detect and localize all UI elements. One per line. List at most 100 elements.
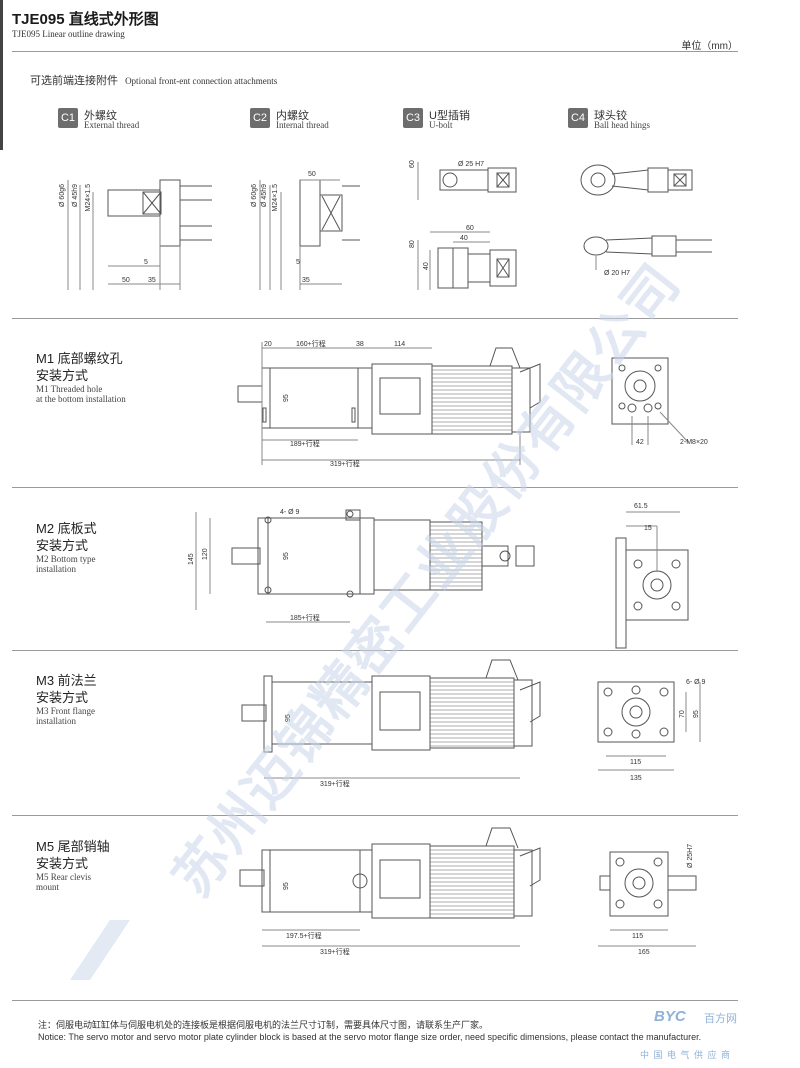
attachment-en: Ball head hings [594, 120, 650, 130]
m2-d145: 145 [188, 553, 195, 565]
mode-m1-label: M1 底部螺纹孔 安装方式 M1 Threaded hole at the bo… [36, 350, 206, 404]
c3-w2: 40 [460, 235, 468, 242]
c2-dim-a: 5 [296, 259, 300, 266]
c1-d2: Ø 45h9 [72, 184, 79, 207]
m2-holes: 4- Ø 9 [280, 509, 300, 516]
page-subtitle: TJE095 Linear outline drawing [12, 29, 125, 39]
attachment-en: U-bolt [429, 120, 453, 130]
c1-dim-a: 5 [144, 259, 148, 266]
attachment-drawings: Ø 60g6 Ø 45h9 M24×1.5 5 50 35 Ø 60g6 Ø 4… [59, 160, 712, 290]
m1-side-view [237, 342, 541, 465]
site-brand: BYC [654, 1008, 686, 1025]
m1-d42: 42 [636, 439, 644, 446]
m1-d20: 20 [264, 341, 272, 348]
m1-d319: 319+行程 [330, 459, 360, 468]
attachment-badge: C4 [568, 108, 588, 128]
attachment-badge: C1 [58, 108, 78, 128]
c3-h2: 80 [409, 240, 416, 248]
mode-zh-line1: M1 底部螺纹孔 [36, 351, 123, 366]
c2-dim-b: 35 [302, 277, 310, 284]
attachment-name: U型插销 [429, 110, 470, 122]
m2-d95: 95 [283, 552, 290, 560]
m3-d319: 319+行程 [320, 779, 350, 788]
c2-drawing [259, 179, 360, 290]
m3-holes: 6- Ø 9 [686, 679, 706, 686]
m3-d115: 115 [630, 759, 641, 766]
attachment-badge: C2 [250, 108, 270, 128]
site-tagline: 中 国 电 气 供 应 商 [640, 1050, 732, 1060]
mode-zh-line2: 安装方式 [36, 690, 89, 705]
mode-m5-label: M5 尾部销轴 安装方式 M5 Rear clevis mount [36, 838, 206, 892]
c1-d3: M24×1.5 [85, 184, 92, 212]
m5-hole: Ø 25H7 [687, 844, 694, 868]
m1-d95: 95 [283, 394, 290, 402]
attachment-name: 球头铰 [594, 110, 627, 122]
c1-dim-c: 35 [148, 277, 156, 284]
mode-en-line1: M5 Rear clevis [36, 872, 91, 882]
m2-d120: 120 [202, 548, 209, 560]
attachment-en: Internal thread [276, 120, 329, 130]
c2-d1: Ø 60g6 [251, 184, 258, 207]
mode-zh-line1: M2 底板式 [36, 521, 97, 536]
section-divider [12, 318, 738, 319]
note-zh: 注：伺服电动缸缸体与伺服电机处的连接板是根据伺服电机的法兰尺寸订制，需要具体尺寸… [38, 1020, 489, 1030]
attachment-badge: C3 [403, 108, 423, 128]
mode-zh-line1: M5 尾部销轴 [36, 839, 110, 854]
m1-d38: 38 [356, 341, 364, 348]
section-divider [12, 487, 738, 488]
m1-d189: 189+行程 [290, 439, 320, 448]
attachments-label-zh: 可选前端连接附件 [30, 75, 118, 87]
m2-d185: 185+行程 [290, 613, 320, 622]
mode-en-line2: installation [36, 564, 76, 574]
c2-d2: Ø 45h9 [261, 184, 268, 207]
c1-dim-b: 50 [122, 277, 130, 284]
m2-d615: 61.5 [634, 503, 648, 510]
attachments-label-en: Optional front-ent connection attachment… [125, 76, 278, 86]
c2-dim-top: 50 [308, 171, 316, 178]
m1-end-view [611, 357, 689, 445]
c4-hole: Ø 20 H7 [604, 270, 630, 277]
c2-d3: M24×1.5 [272, 184, 279, 212]
mode-en-line1: M3 Front flange [36, 706, 95, 716]
m1-holes: 2-M8×20 [680, 439, 708, 446]
section-divider [12, 1000, 738, 1001]
site-name: 百方网 [704, 1013, 737, 1025]
attachment-en: External thread [84, 120, 140, 130]
c1-drawing [67, 179, 212, 290]
unit-label: 单位（mm） [681, 41, 738, 52]
mode-zh-line2: 安装方式 [36, 856, 89, 871]
mode-en-line2: installation [36, 716, 76, 726]
mode-en-line1: M2 Bottom type [36, 554, 96, 564]
left-edge-bar [0, 0, 3, 150]
m5-d115: 115 [632, 933, 643, 940]
attachment-name: 内螺纹 [276, 110, 309, 122]
c3-drawing [417, 162, 517, 290]
mode-zh-line2: 安装方式 [36, 368, 89, 383]
mode-zh-line1: M3 前法兰 [36, 673, 97, 688]
m1-d114: 114 [394, 341, 405, 348]
c3-h1: 60 [409, 160, 416, 168]
c3-hole: Ø 25 H7 [458, 161, 484, 168]
m5-d319: 319+行程 [320, 947, 350, 956]
m5-end-view [598, 851, 697, 947]
header-divider [12, 51, 738, 52]
m3-d135: 135 [630, 775, 642, 782]
m2-end-view [615, 511, 689, 649]
m3-d95b: 95 [693, 710, 700, 718]
page-title: TJE095 直线式外形图 [12, 11, 159, 28]
mode-en-line2: mount [36, 882, 60, 892]
c1-d1: Ø 60g6 [59, 184, 66, 207]
note-en: Notice: The servo motor and servo motor … [38, 1032, 702, 1042]
m3-d70: 70 [679, 710, 686, 718]
mode-m2-label: M2 底板式 安装方式 M2 Bottom type installation [36, 520, 206, 574]
mode-m3-label: M3 前法兰 安装方式 M3 Front flange installation [36, 672, 206, 726]
c3-h3: 40 [423, 262, 430, 270]
m5-d95: 95 [283, 882, 290, 890]
mode-drawings: 20 160+行程 38 114 95 189+行程 319+行程 42 2-M… [188, 339, 708, 956]
section-divider [12, 815, 738, 816]
m2-d15: 15 [644, 525, 652, 532]
mode-zh-line2: 安装方式 [36, 538, 89, 553]
c3-w1: 60 [466, 225, 474, 232]
m3-d95: 95 [285, 714, 292, 722]
attachment-name: 外螺纹 [84, 110, 117, 122]
